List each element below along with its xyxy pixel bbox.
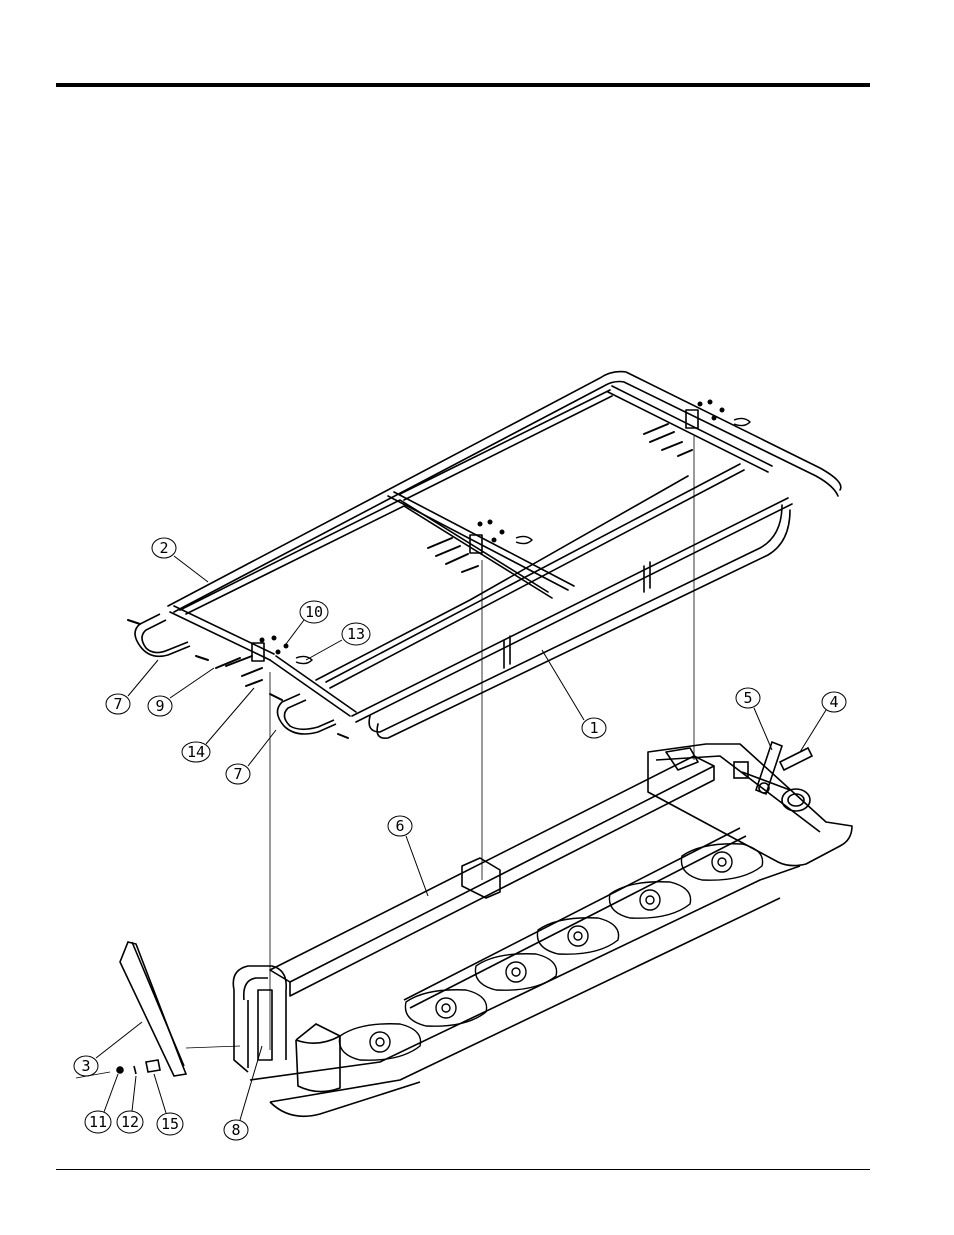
- u-handle-left-upper: [135, 614, 190, 656]
- callout-5: 5: [736, 688, 772, 750]
- assembly-lines: [76, 436, 694, 1078]
- callout-7-left-label: 7: [113, 695, 122, 713]
- callout-3: 3: [74, 1022, 142, 1076]
- callout-11: 11: [85, 1074, 118, 1133]
- callout-2-label: 2: [159, 539, 168, 557]
- upper-guard-frame: [168, 372, 841, 739]
- callout-8: 8: [224, 1046, 262, 1140]
- side-curtain: [120, 942, 186, 1076]
- bottom-rule: [56, 1169, 870, 1170]
- callout-1: 1: [542, 650, 606, 738]
- callout-3-label: 3: [81, 1057, 90, 1075]
- callout-8-label: 8: [231, 1121, 240, 1139]
- curtain-hardware: [117, 1060, 160, 1074]
- callouts: 2 7 9 14 7 10: [74, 538, 846, 1140]
- callout-6-label: 6: [395, 817, 404, 835]
- callout-7-lower-label: 7: [233, 765, 242, 783]
- callout-2: 2: [152, 538, 208, 582]
- callout-7-lower: 7: [226, 730, 276, 784]
- callout-7-left: 7: [106, 660, 158, 714]
- cutterbar-frame: [233, 744, 852, 1116]
- callout-14-label: 14: [187, 743, 205, 761]
- callout-4: 4: [800, 692, 846, 752]
- callout-13-label: 13: [347, 625, 365, 643]
- callout-15-label: 15: [161, 1115, 179, 1133]
- callout-12: 12: [117, 1076, 143, 1133]
- callout-13: 13: [306, 623, 370, 660]
- callout-10: 10: [286, 601, 328, 644]
- callout-10-label: 10: [305, 603, 323, 621]
- end-cone: [296, 1024, 340, 1092]
- callout-9-label: 9: [155, 697, 164, 715]
- callout-12-label: 12: [121, 1113, 139, 1131]
- callout-6: 6: [388, 816, 428, 896]
- callout-5-label: 5: [743, 689, 752, 707]
- hardware-bolts: [128, 424, 692, 738]
- callout-15: 15: [154, 1074, 183, 1135]
- callout-11-label: 11: [89, 1113, 107, 1131]
- callout-1-label: 1: [589, 719, 598, 737]
- callout-9: 9: [148, 668, 214, 716]
- cutter-discs: [339, 844, 762, 1060]
- callout-4-label: 4: [829, 693, 838, 711]
- callout-14: 14: [182, 688, 254, 762]
- hardware-nuts: [260, 400, 725, 655]
